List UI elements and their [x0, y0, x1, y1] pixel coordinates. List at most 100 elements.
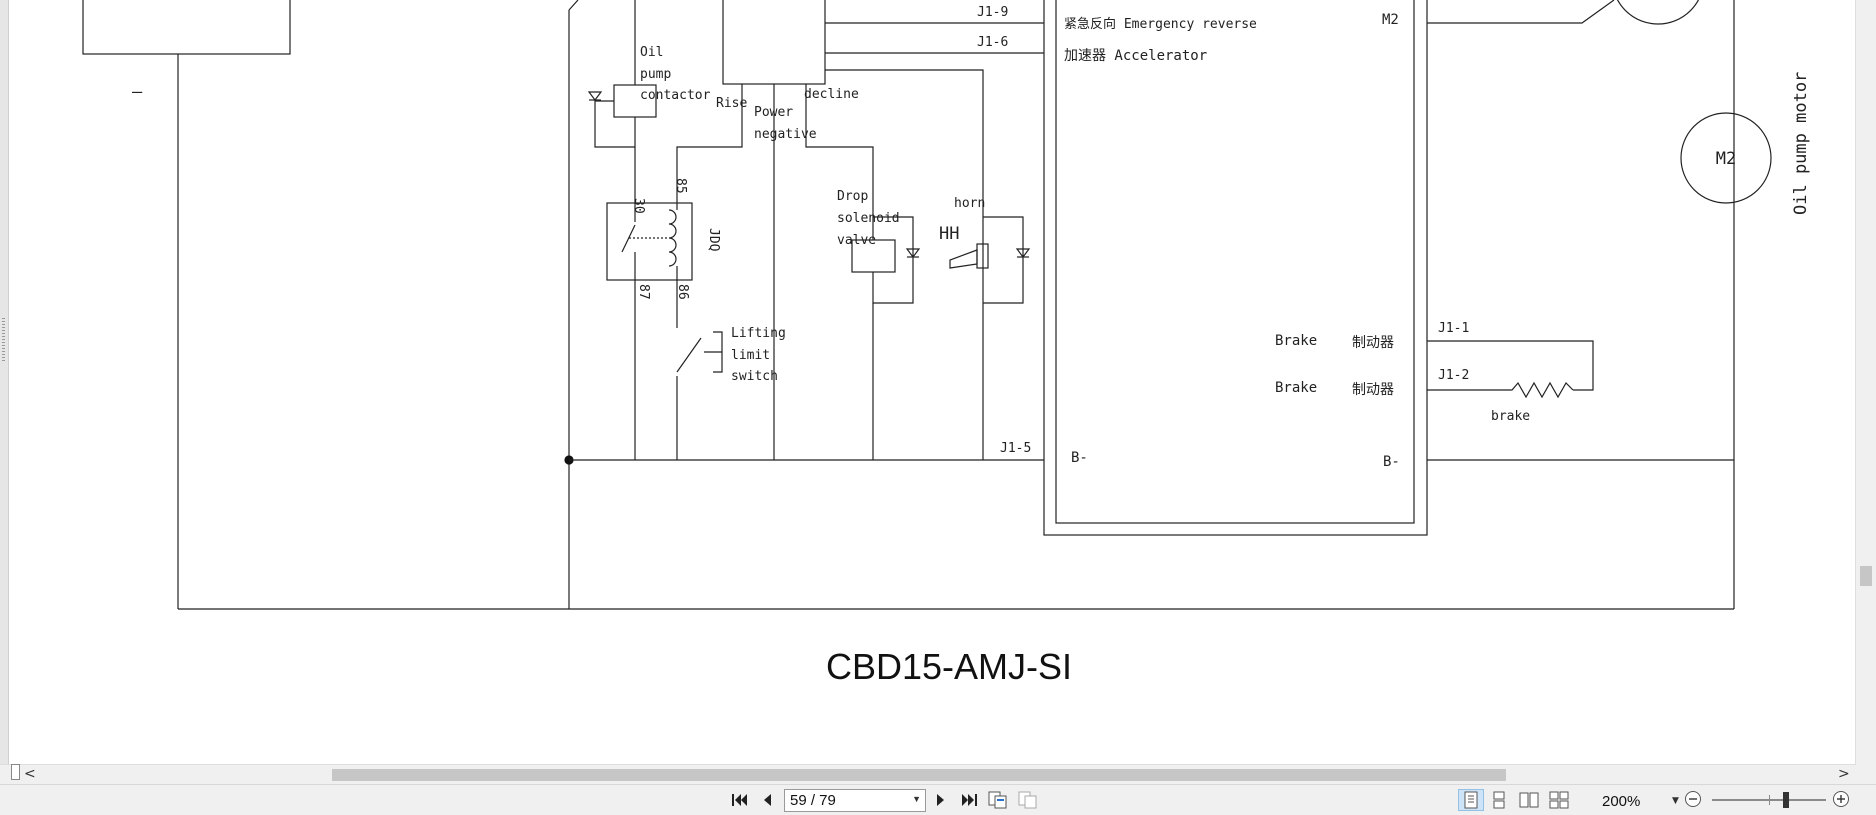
previous-view-icon: [988, 791, 1007, 809]
zoom-slider-tick: [1769, 795, 1770, 805]
battery-minus-sign: —: [132, 82, 143, 102]
panel-toggle-box[interactable]: [11, 764, 20, 780]
wire: [568, 0, 579, 11]
next-page-icon: [937, 794, 944, 806]
label-relay-jdq: JDQ: [706, 228, 721, 252]
label-brake-1-en: Brake: [1275, 333, 1317, 349]
battery-box: [82, 0, 291, 55]
wire-horn-feed: [825, 69, 984, 460]
label-brake-resistor: brake: [1491, 409, 1530, 424]
label-switch: switch: [731, 369, 778, 384]
scrollbar-corner: [1856, 764, 1876, 784]
relay-contact-blade: [621, 224, 636, 253]
left-panel-edge[interactable]: [0, 0, 9, 764]
prev-page-icon: [764, 794, 771, 806]
control-module-box: [722, 0, 826, 85]
label-j1-5: J1-5: [1000, 441, 1031, 456]
label-accelerator: 加速器 Accelerator: [1064, 48, 1207, 64]
horizontal-scrollbar[interactable]: [0, 764, 1856, 785]
wire-m2: [1427, 0, 1615, 24]
wire: [983, 216, 1024, 304]
brake-resistor-zigzag: [1427, 381, 1574, 399]
label-brake-2-cn: 制动器: [1352, 382, 1394, 398]
last-page-button[interactable]: [958, 789, 980, 811]
label-oil-pump-motor: Oil pump motor: [1791, 72, 1811, 215]
previous-view-button[interactable]: [986, 789, 1010, 811]
page-number-text: 59 / 79: [790, 792, 836, 809]
oil-pump-motor-circle: [1680, 112, 1772, 204]
label-relay-87: 87: [636, 284, 651, 300]
wire: [872, 216, 914, 304]
next-page-button[interactable]: [930, 789, 952, 811]
label-emergency-reverse: 紧急反向 Emergency reverse: [1064, 16, 1257, 32]
continuous-page-icon: [1493, 791, 1505, 809]
horn-cone: [949, 249, 978, 269]
label-hh: HH: [939, 224, 959, 244]
label-drop: Drop: [837, 189, 868, 204]
label-controller-m2: M2: [1382, 12, 1399, 28]
facing-view-button[interactable]: [1516, 789, 1542, 811]
label-brake-2-en: Brake: [1275, 380, 1317, 396]
facing-pages-icon: [1519, 792, 1539, 808]
label-b-minus-right: B-: [1383, 454, 1400, 470]
vertical-scroll-thumb[interactable]: [1860, 566, 1872, 586]
vertical-scrollbar[interactable]: [1855, 0, 1876, 764]
single-page-icon: [1464, 791, 1478, 809]
label-negative: negative: [754, 127, 817, 142]
label-limit: limit: [731, 348, 770, 363]
label-j1-6: J1-6: [977, 35, 1008, 50]
label-brake-1-cn: 制动器: [1352, 335, 1394, 351]
relay-jdq: [606, 202, 693, 281]
prev-page-button[interactable]: [756, 789, 778, 811]
label-relay-30: 30: [631, 198, 646, 214]
next-view-button[interactable]: [1016, 789, 1040, 811]
zoom-slider-thumb[interactable]: [1783, 792, 1789, 808]
horizontal-scroll-thumb[interactable]: [332, 769, 1506, 781]
label-j1-9: J1-9: [977, 5, 1008, 20]
page-number-field[interactable]: 59 / 79 ▼: [784, 789, 926, 812]
limit-switch-blade: [676, 337, 702, 373]
label-decline: decline: [804, 87, 859, 102]
relay-coil: [668, 209, 677, 267]
label-solenoid: solenoid: [837, 211, 900, 226]
wiring-diagram: — J1-9 J1-6 J1-5 Oil pump contactor Rise…: [82, 0, 1811, 687]
label-oil: Oil: [640, 45, 663, 60]
label-relay-86: 86: [675, 284, 690, 300]
label-j1-2: J1-2: [1438, 368, 1469, 383]
label-relay-85: 85: [673, 178, 688, 194]
drive-motor-circle: [1616, 0, 1700, 25]
facing-continuous-icon: [1549, 791, 1569, 809]
next-view-icon: [1018, 791, 1037, 809]
label-rise: Rise: [716, 96, 747, 111]
facing-continuous-view-button[interactable]: [1546, 789, 1572, 811]
bottom-toolbar: 59 / 79 ▼ 200% ▼: [0, 784, 1876, 815]
wire: [594, 100, 636, 148]
diode-symbol: [1015, 248, 1031, 258]
zoom-out-icon[interactable]: [1684, 790, 1702, 808]
document-viewport[interactable]: — J1-9 J1-6 J1-5 Oil pump contactor Rise…: [0, 0, 1856, 764]
label-horn: horn: [954, 196, 985, 211]
controller-outer: [1043, 0, 1428, 536]
wire-rise: [676, 84, 743, 203]
panel-resize-grip[interactable]: [2, 318, 5, 362]
first-page-icon: [732, 794, 747, 806]
zoom-in-icon[interactable]: [1832, 790, 1850, 808]
label-b-minus-left: B-: [1071, 450, 1088, 466]
continuous-view-button[interactable]: [1486, 789, 1512, 811]
label-contactor: contactor: [640, 88, 711, 103]
controller-inner: [1055, 0, 1415, 524]
wire-decline: [805, 84, 874, 240]
diode-symbol: [587, 91, 603, 101]
scroll-left-arrow[interactable]: <: [24, 766, 36, 782]
zoom-dropdown-icon[interactable]: ▼: [1672, 796, 1679, 806]
zoom-level[interactable]: 200%: [1602, 793, 1641, 810]
first-page-button[interactable]: [729, 789, 751, 811]
label-motor-m2: M2: [1716, 149, 1736, 169]
scroll-right-arrow[interactable]: >: [1838, 766, 1850, 782]
label-pump: pump: [640, 67, 671, 82]
last-page-icon: [962, 794, 977, 806]
wire-brake: [1427, 340, 1594, 391]
page-dropdown-icon[interactable]: ▼: [912, 794, 921, 804]
label-j1-1: J1-1: [1438, 321, 1469, 336]
single-page-view-button[interactable]: [1458, 789, 1484, 811]
